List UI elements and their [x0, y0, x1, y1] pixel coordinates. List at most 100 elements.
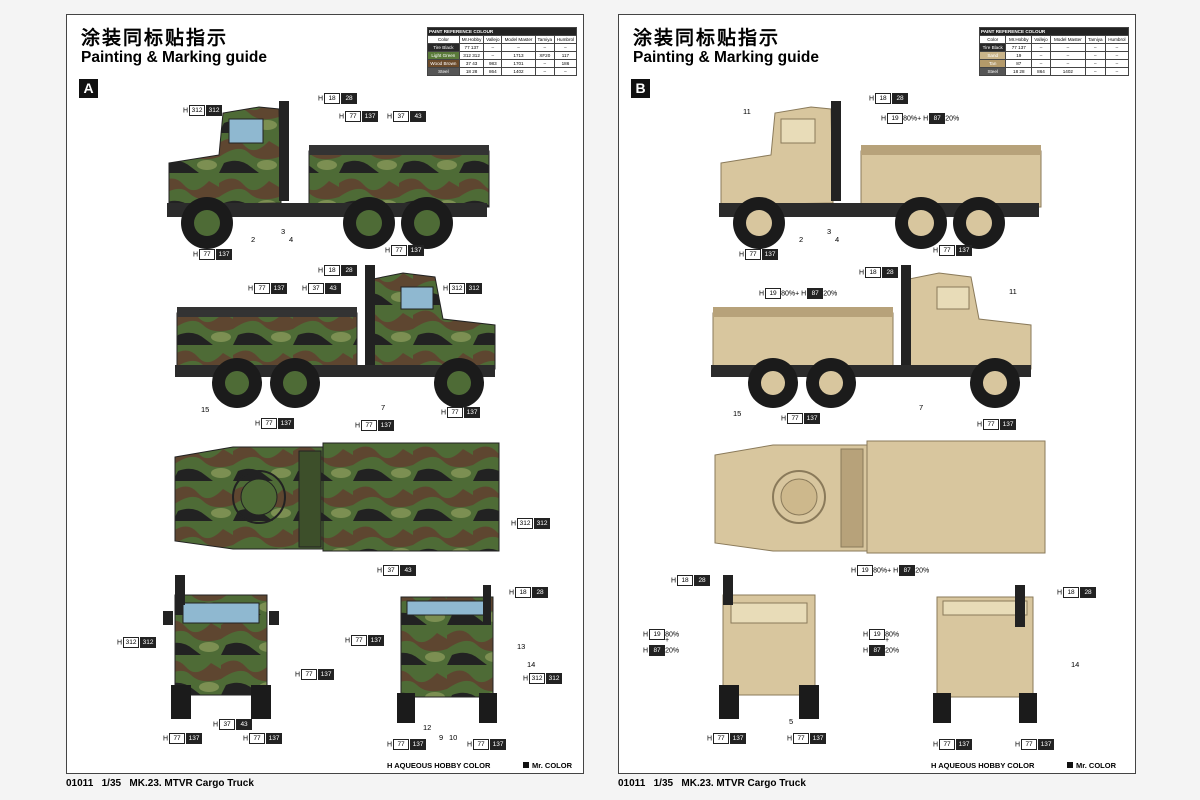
part-number: 9 — [439, 733, 444, 742]
truck-side-view-left-b — [719, 101, 1042, 249]
col-header: Tamiya — [534, 35, 555, 44]
col-header: Color — [427, 35, 460, 44]
col-header: Mr.Hobby — [458, 35, 485, 44]
legend-aqueous: H AQUEOUS HOBBY COLOR — [931, 761, 1035, 770]
truck-top-view-a — [174, 442, 500, 552]
title-chinese: 涂装同标贴指示 — [633, 27, 781, 49]
part-number: 13 — [517, 642, 526, 651]
part-number: 14 — [527, 660, 536, 669]
part-number: 3 — [281, 227, 286, 236]
part-number: 3 — [827, 227, 832, 236]
scheme-label: B — [631, 79, 650, 98]
part-number: 7 — [381, 403, 386, 412]
col-header: Vallejo — [483, 35, 503, 44]
footer-right: 01011 1/35 MK.23. MTVR Cargo Truck — [618, 778, 806, 789]
title-english: Painting & Marking guide — [81, 49, 268, 66]
part-number: 2 — [799, 235, 804, 244]
table-row: Tire Black 77 137–––– — [427, 43, 578, 52]
truck-top-view-b — [714, 440, 1046, 554]
table-row: Tire Black 77 137–––– — [978, 43, 1130, 52]
plus-sign: + — [665, 637, 670, 644]
truck-side-view-right-b — [711, 265, 1032, 408]
part-number: 12 — [423, 723, 432, 732]
part-number: 5 — [789, 717, 794, 726]
part-number: 4 — [289, 235, 294, 244]
legend-mr-color: Mr. COLOR — [523, 761, 572, 770]
part-number: 11 — [743, 107, 751, 116]
sheet-scheme-a: 涂装同标贴指示 Painting & Marking guide A PAINT… — [66, 14, 584, 774]
col-header: Model Master — [501, 35, 536, 44]
part-number: 7 — [919, 403, 924, 412]
table-row: Sand 19–––– — [978, 51, 1130, 60]
truck-side-view-right-a — [175, 265, 496, 408]
part-number: 2 — [251, 235, 256, 244]
scheme-label: A — [79, 79, 98, 98]
title-english: Painting & Marking guide — [633, 49, 820, 66]
paint-reference-table: PAINT REFERENCE COLOUR Color Mr.Hobby Va… — [427, 27, 578, 76]
title-chinese: 涂装同标贴指示 — [81, 27, 229, 49]
part-number: 4 — [835, 235, 840, 244]
legend-aqueous: H AQUEOUS HOBBY COLOR — [387, 761, 491, 770]
legend-mr-color: Mr. COLOR — [1067, 761, 1116, 770]
sheet-scheme-b: 涂装同标贴指示 Painting & Marking guide B PAINT… — [618, 14, 1136, 774]
part-number: 15 — [733, 409, 742, 418]
table-caption: PAINT REFERENCE COLOUR — [427, 27, 577, 36]
truck-side-view-left-a — [167, 101, 490, 249]
truck-front-view-b — [719, 575, 819, 719]
part-number: 11 — [1009, 287, 1017, 296]
truck-rear-view-a — [397, 585, 497, 723]
truck-front-view-a — [163, 575, 279, 719]
table-row: Tan 87–––– — [978, 59, 1130, 68]
truck-rear-view-b — [933, 585, 1037, 723]
part-number: 15 — [201, 405, 210, 414]
part-number: 14 — [1071, 660, 1080, 669]
